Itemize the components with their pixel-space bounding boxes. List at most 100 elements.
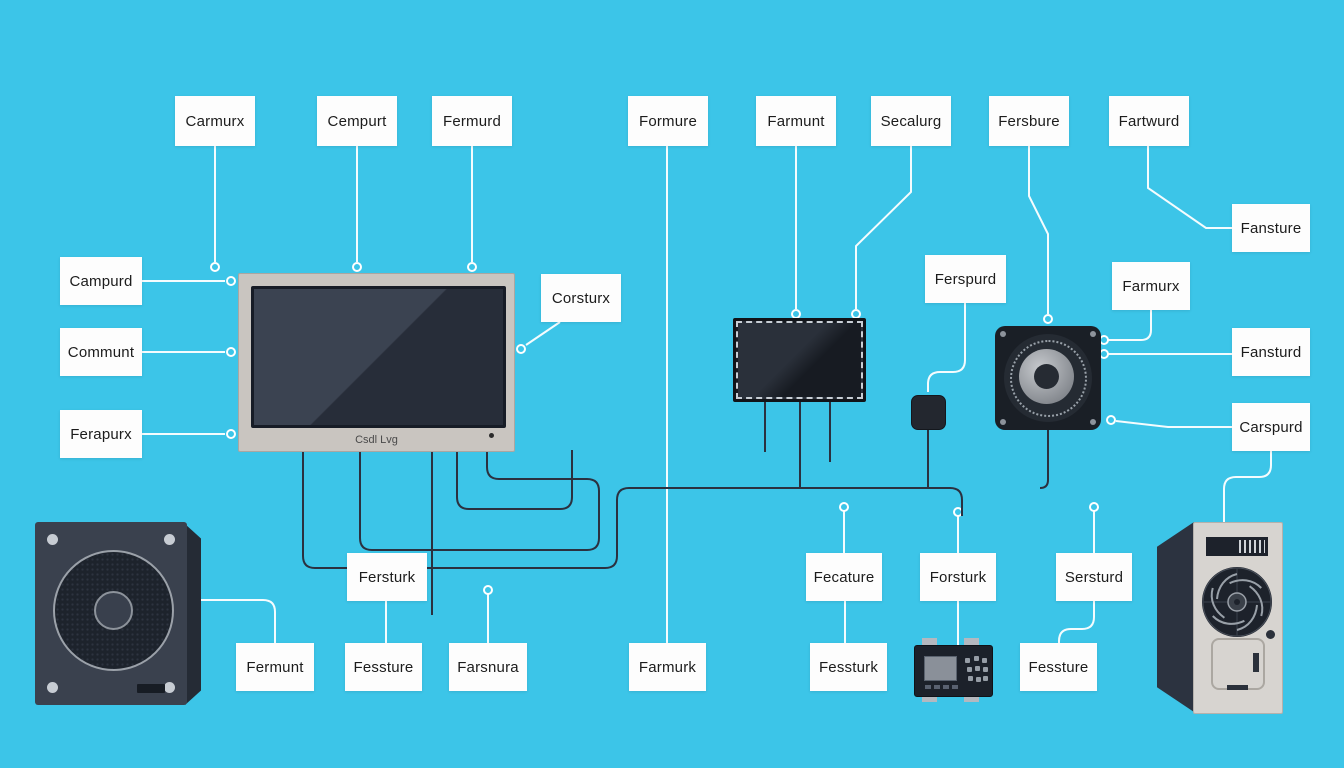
fan-icon — [995, 326, 1101, 430]
label-fecature: Fecature — [806, 553, 882, 601]
fan-outer-ring — [1004, 334, 1092, 422]
label-farmurx: Farmurx — [1112, 262, 1190, 310]
pc-front-door — [1211, 638, 1265, 690]
label-text: Carspurd — [1239, 418, 1303, 436]
pc-vent — [1206, 537, 1268, 556]
label-fessture-left: Fessture — [345, 643, 422, 691]
speaker-port — [137, 684, 165, 693]
label-text: Farmurk — [638, 658, 697, 676]
dark-wires — [302, 402, 1049, 615]
monitor-icon: Csdl Lvg — [238, 273, 515, 452]
led-panel-icon — [733, 318, 866, 402]
label-ferspurd: Ferspurd — [925, 255, 1006, 303]
label-formure: Formure — [628, 96, 708, 146]
screw-icon — [1090, 331, 1096, 337]
label-fersbure: Fersbure — [989, 96, 1069, 146]
label-text: Ferapurx — [70, 425, 132, 443]
controller-button — [934, 685, 940, 689]
pc-door-latch — [1227, 685, 1248, 690]
controller-board-icon — [914, 645, 993, 697]
label-text: Farmunt — [767, 112, 825, 130]
keypad-dot — [974, 656, 979, 661]
label-fansturd: Fansturd — [1232, 328, 1310, 376]
label-carmurx: Carmurx — [175, 96, 255, 146]
label-corsturx: Corsturx — [541, 274, 621, 322]
label-text: Farmurx — [1122, 277, 1180, 295]
label-text: Fartwurd — [1118, 112, 1180, 130]
speaker-side-panel — [185, 524, 201, 705]
white-wires — [142, 146, 1272, 645]
keypad-dot — [976, 677, 981, 682]
screw-icon — [164, 682, 175, 693]
label-text: Secalurg — [880, 112, 942, 130]
keypad-dot — [965, 658, 970, 663]
label-cempurt: Cempurt — [317, 96, 397, 146]
label-farmunt: Farmunt — [756, 96, 836, 146]
label-ferapurx: Ferapurx — [60, 410, 142, 458]
pc-tower-icon — [1193, 522, 1283, 714]
screw-icon — [1090, 419, 1096, 425]
pc-power-button — [1266, 630, 1275, 639]
label-fessture-right: Fessture — [1020, 643, 1097, 691]
label-text: Fecature — [813, 568, 875, 586]
pc-door-slot — [1253, 653, 1259, 672]
pc-tower-side-panel — [1157, 522, 1194, 712]
keypad-dot — [968, 676, 973, 681]
label-campurd: Campurd — [60, 257, 142, 305]
screw-icon — [47, 534, 58, 545]
controller-screen — [924, 656, 957, 681]
label-text: Corsturx — [551, 289, 611, 307]
screw-icon — [47, 682, 58, 693]
label-text: Fermurd — [442, 112, 502, 130]
power-led-icon — [489, 433, 494, 438]
keypad-dot — [983, 676, 988, 681]
label-communt: Communt — [60, 328, 142, 376]
label-fersturk: Fersturk — [347, 553, 427, 601]
label-text: Forsturk — [929, 568, 987, 586]
speaker-icon — [35, 522, 187, 705]
keypad-dot — [967, 667, 972, 672]
label-forsturk: Forsturk — [920, 553, 996, 601]
label-text: Fersturk — [358, 568, 416, 586]
keypad-dot — [983, 667, 988, 672]
controller-button — [925, 685, 931, 689]
label-text: Formure — [638, 112, 698, 130]
keypad-dot — [975, 666, 980, 671]
label-fansture: Fansture — [1232, 204, 1310, 252]
screw-icon — [1000, 331, 1006, 337]
label-carspurd: Carspurd — [1232, 403, 1310, 451]
controller-button — [943, 685, 949, 689]
label-text: Communt — [67, 343, 135, 361]
monitor-brand-text: Csdl Lvg — [355, 434, 398, 446]
label-text: Ferspurd — [934, 270, 997, 288]
label-text: Fessture — [353, 658, 414, 676]
control-box-icon — [911, 395, 946, 430]
label-secalurg: Secalurg — [871, 96, 951, 146]
label-text: Campurd — [69, 272, 133, 290]
fan-hub — [1034, 364, 1059, 389]
label-farmurk: Farmurk — [629, 643, 706, 691]
label-fermurd: Fermurd — [432, 96, 512, 146]
label-text: Fansture — [1240, 219, 1302, 237]
label-text: Fansturd — [1240, 343, 1302, 361]
label-sersturd: Sersturd — [1056, 553, 1132, 601]
pc-vent-bars — [1239, 540, 1265, 553]
screw-icon — [1000, 419, 1006, 425]
label-fermunt: Fermunt — [236, 643, 314, 691]
label-text: Farsnura — [457, 658, 519, 676]
monitor-screen — [251, 286, 506, 428]
label-fessturk: Fessturk — [810, 643, 887, 691]
fan-dotted-ring — [1010, 340, 1087, 417]
label-text: Fermunt — [246, 658, 304, 676]
led-panel-surface — [736, 321, 863, 399]
speaker-grille — [53, 550, 174, 671]
speaker-cone — [94, 591, 133, 630]
pc-fan-icon — [1202, 567, 1272, 637]
label-text: Sersturd — [1064, 568, 1124, 586]
label-text: Fessturk — [818, 658, 879, 676]
label-text: Fessture — [1028, 658, 1089, 676]
screw-icon — [164, 534, 175, 545]
label-text: Cempurt — [327, 112, 387, 130]
